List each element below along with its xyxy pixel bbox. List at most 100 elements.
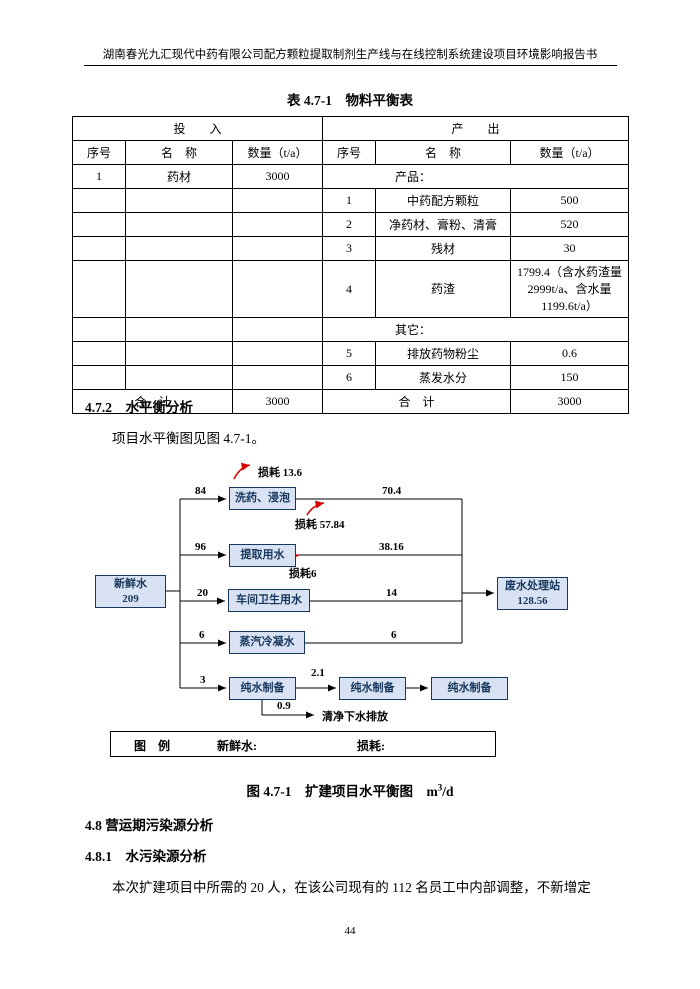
table-row: 投 入 产 出 bbox=[71, 116, 630, 141]
empty-cell bbox=[231, 236, 324, 261]
output-group-products: 产品： bbox=[322, 164, 630, 189]
material-balance-table: 投 入 产 出 序号 名 称 数量（t/a） 序号 名 称 数量（t/a） 1 … bbox=[71, 116, 630, 414]
flow-value-in-extract: 96 bbox=[195, 541, 206, 553]
empty-cell bbox=[72, 236, 126, 261]
drain-label: 清净下水排放 bbox=[322, 711, 388, 723]
output-group-others: 其它： bbox=[322, 317, 630, 342]
empty-cell bbox=[125, 260, 233, 318]
node-pure-water-1: 纯水制备 bbox=[229, 677, 296, 700]
flow-value-out-workshop: 14 bbox=[386, 587, 397, 599]
table-caption: 表 4.7-1 物料平衡表 bbox=[287, 93, 413, 108]
flow-value-in-workshop: 20 bbox=[197, 587, 208, 599]
output-name: 蒸发水分 bbox=[375, 365, 512, 390]
output-name: 药渣 bbox=[375, 260, 512, 318]
empty-cell bbox=[231, 188, 324, 213]
flow-value-out-extract: 38.16 bbox=[379, 541, 404, 553]
figure-caption-text: 图 4.7-1 扩建项目水平衡图 m bbox=[246, 784, 438, 799]
output-header: 产 出 bbox=[322, 116, 630, 141]
wastewater-station-value: 128.56 bbox=[517, 595, 548, 607]
table-row: 合 计 3000 合 计 3000 bbox=[72, 389, 630, 414]
node-extraction-water: 提取用水 bbox=[229, 544, 296, 567]
loss-arrow-icon bbox=[306, 500, 325, 516]
empty-cell bbox=[72, 212, 126, 237]
node-workshop-sanitary-water: 车间卫生用水 bbox=[228, 589, 310, 612]
empty-cell bbox=[72, 341, 126, 366]
heading-4-8-1: 4.8.1 水污染源分析 bbox=[85, 849, 207, 864]
table-row: 2 净药材、膏粉、清膏 520 bbox=[72, 212, 630, 237]
output-name: 净药材、膏粉、清膏 bbox=[375, 212, 512, 237]
fresh-water-value: 209 bbox=[122, 593, 139, 605]
page-number: 44 bbox=[344, 925, 356, 937]
empty-cell bbox=[72, 365, 126, 390]
output-qty: 30 bbox=[510, 236, 630, 261]
flow-value-in-pure: 3 bbox=[200, 674, 206, 686]
loss-label-workshop: 损耗6 bbox=[289, 568, 317, 580]
col-header-name: 名 称 bbox=[375, 140, 512, 165]
legend-loss-label: 损耗: bbox=[357, 739, 385, 753]
node-pure-water-2: 纯水制备 bbox=[339, 677, 406, 700]
table-row: 6 蒸发水分 150 bbox=[72, 365, 630, 390]
node-wash-soak: 洗药、浸泡 bbox=[229, 487, 296, 510]
flow-value-pure-transfer: 2.1 bbox=[311, 667, 325, 679]
heading-4-8: 4.8 营运期污染源分析 bbox=[85, 818, 214, 833]
empty-cell bbox=[125, 341, 233, 366]
flow-value-in-wash: 84 bbox=[195, 485, 206, 497]
figure-caption-unit: /d bbox=[442, 784, 454, 799]
output-no: 3 bbox=[322, 236, 377, 261]
table-row: 4 药渣 1799.4（含水药渣量 2999t/a、含水量 1199.6t/a） bbox=[72, 260, 630, 318]
loss-label-wash: 损耗 13.6 bbox=[258, 467, 302, 479]
loss-label-extract: 损耗 57.84 bbox=[295, 519, 345, 531]
fresh-water-node: 新鲜水 209 bbox=[95, 575, 166, 608]
output-qty: 520 bbox=[510, 212, 630, 237]
output-no: 5 bbox=[322, 341, 377, 366]
wastewater-station-node: 废水处理站 128.56 bbox=[497, 577, 568, 610]
flow-value-in-steam: 6 bbox=[199, 629, 205, 641]
empty-cell bbox=[125, 212, 233, 237]
col-header-qty: 数量（t/a） bbox=[231, 140, 324, 165]
loss-arrow-icon bbox=[233, 462, 251, 480]
empty-cell bbox=[72, 317, 126, 342]
input-name: 药材 bbox=[125, 164, 233, 189]
wastewater-station-label: 废水处理站 bbox=[505, 580, 560, 592]
empty-cell bbox=[231, 212, 324, 237]
paragraph-body: 本次扩建项目中所需的 20 人，在该公司现有的 112 名员工中内部调整，不新增… bbox=[112, 880, 591, 895]
output-qty: 500 bbox=[510, 188, 630, 213]
drain-value: 0.9 bbox=[277, 700, 291, 712]
output-no: 1 bbox=[322, 188, 377, 213]
paragraph-water-balance: 项目水平衡图见图 4.7-1。 bbox=[112, 431, 265, 446]
input-header: 投 入 bbox=[71, 116, 324, 141]
empty-cell bbox=[231, 317, 324, 342]
water-balance-diagram: 新鲜水 209 洗药、浸泡 提取用水 车间卫生用水 蒸汽冷凝水 纯水制备 纯水制… bbox=[0, 460, 700, 772]
empty-cell bbox=[231, 341, 324, 366]
legend-box: 图 例 新鲜水: 损耗: bbox=[110, 731, 496, 757]
output-total-label: 合 计 bbox=[322, 389, 512, 414]
figure-caption: 图 4.7-1 扩建项目水平衡图 m3/d bbox=[0, 780, 700, 800]
table-row: 3 残材 30 bbox=[72, 236, 630, 261]
input-total-qty: 3000 bbox=[231, 389, 324, 414]
output-total-qty: 3000 bbox=[510, 389, 630, 414]
legend-fresh-label: 新鲜水: bbox=[217, 739, 257, 753]
output-name: 排放药物粉尘 bbox=[375, 341, 512, 366]
col-header-name: 名 称 bbox=[125, 140, 233, 165]
flow-value-out-steam: 6 bbox=[391, 629, 397, 641]
flow-value-out-wash: 70.4 bbox=[382, 485, 402, 497]
output-name: 残材 bbox=[375, 236, 512, 261]
col-header-qty: 数量（t/a） bbox=[510, 140, 630, 165]
empty-cell bbox=[231, 365, 324, 390]
table-row: 序号 名 称 数量（t/a） 序号 名 称 数量（t/a） bbox=[72, 140, 630, 165]
legend-title: 图 例 bbox=[134, 739, 171, 753]
output-no: 4 bbox=[322, 260, 377, 318]
header-rule bbox=[84, 65, 617, 66]
input-qty: 3000 bbox=[231, 164, 324, 189]
heading-4-7-2: 4.7.2 水平衡分析 bbox=[85, 400, 193, 415]
table-row: 1 药材 3000 产品： bbox=[72, 164, 630, 189]
empty-cell bbox=[125, 365, 233, 390]
input-no: 1 bbox=[72, 164, 126, 189]
empty-cell bbox=[72, 188, 126, 213]
output-qty: 150 bbox=[510, 365, 630, 390]
output-no: 6 bbox=[322, 365, 377, 390]
empty-cell bbox=[125, 317, 233, 342]
fresh-water-label: 新鲜水 bbox=[114, 578, 147, 590]
table-row: 其它： bbox=[72, 317, 630, 342]
empty-cell bbox=[125, 188, 233, 213]
